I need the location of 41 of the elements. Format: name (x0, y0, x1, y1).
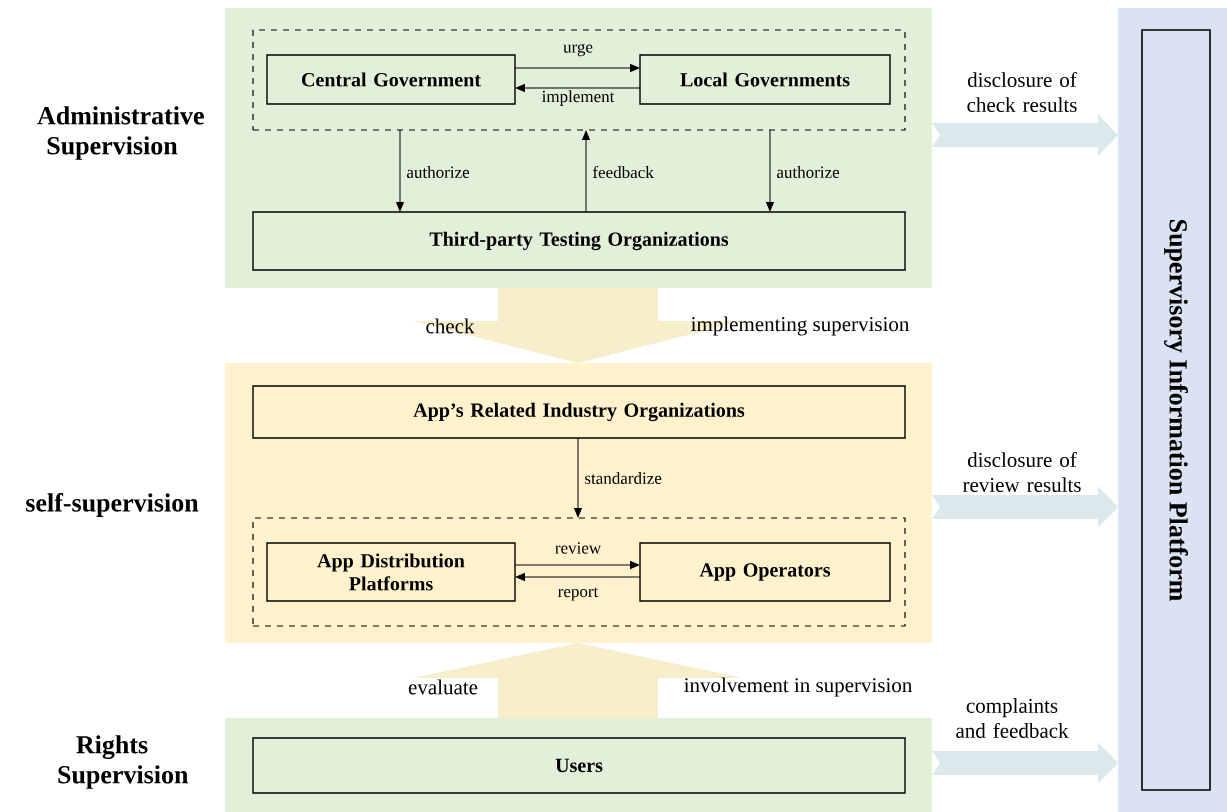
platform-band (1118, 8, 1227, 812)
group-frame (252, 29, 906, 131)
process-box: Local Governments (639, 54, 891, 105)
edge-label: disclosure of check results (967, 72, 1077, 112)
edge-label: review (555, 542, 602, 554)
edge-label: urge (563, 43, 593, 57)
edge-label: feedback (592, 165, 654, 179)
process-box: Central Government (266, 54, 516, 105)
block-arrow (932, 486, 1118, 528)
edge-label: implement (542, 90, 615, 106)
edge-label: standardize (585, 472, 662, 484)
section-heading: Rights Supervision (58, 735, 189, 789)
arrow (582, 130, 590, 213)
edge-label: check (426, 318, 475, 334)
edge-label: authorize (407, 166, 470, 178)
process-box: App Distribution Platforms (266, 542, 516, 602)
block-arrow (932, 114, 1118, 156)
process-box: App Operators (639, 542, 891, 602)
edge-label: evaluate (408, 679, 478, 695)
process-box: App’s Related Industry Organizations (252, 385, 906, 439)
group-frame (252, 517, 906, 627)
platform-box: Supervisory Information Platform (1141, 29, 1211, 791)
arrow (515, 573, 641, 581)
flow-label: implementing supervision (691, 316, 910, 336)
arrow (574, 437, 582, 518)
process-box: Third-party Testing Organizations (252, 211, 906, 271)
process-box: Users (252, 737, 906, 794)
block-arrow (413, 643, 743, 718)
arrow (514, 64, 640, 72)
block-arrow (932, 742, 1118, 784)
section-heading: Administrative Supervision (37, 106, 204, 160)
arrow (396, 129, 404, 212)
edge-label: complaints and feedback (956, 698, 1069, 738)
edge-label: authorize (777, 166, 840, 178)
arrow (515, 84, 641, 92)
flow-label: involvement in supervision (684, 677, 912, 697)
arrow (766, 129, 774, 212)
arrow (514, 561, 640, 569)
section-heading: self-supervision (26, 493, 199, 517)
edge-label: report (558, 587, 599, 601)
edge-label: disclosure of review results (962, 452, 1081, 492)
